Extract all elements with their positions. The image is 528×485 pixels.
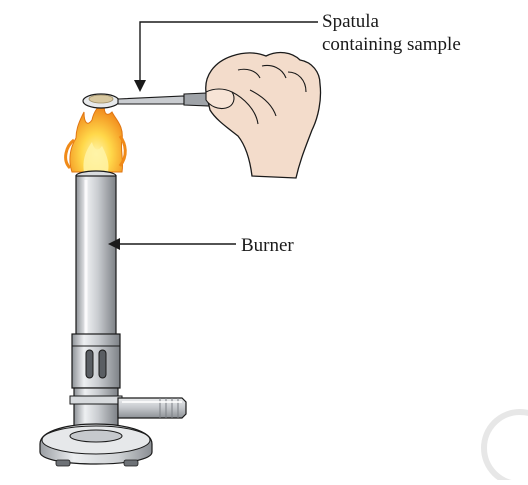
spatula-leader	[134, 21, 318, 92]
spatula-label-line1: Spatula	[322, 11, 379, 32]
watermark-ring	[481, 409, 528, 485]
sample	[88, 94, 114, 104]
gas-inlet-nozzle	[117, 397, 187, 419]
flame-icon	[64, 98, 127, 173]
arrow-head-left	[108, 238, 120, 250]
spatula-label: Spatula containing sample	[322, 10, 461, 56]
air-hole-right	[98, 349, 107, 379]
burner-label: Burner	[241, 235, 294, 256]
burner-base	[39, 423, 153, 467]
spatula-label-line2: containing sample	[322, 34, 461, 55]
burner-lower-body	[73, 387, 119, 427]
hand-icon	[205, 51, 322, 179]
burner-leader	[108, 238, 236, 250]
spatula-icon	[82, 92, 211, 109]
arrow-head-down	[134, 80, 146, 92]
bunsen-burner-icon	[39, 170, 187, 467]
air-collar	[71, 333, 121, 389]
burner-barrel	[75, 175, 117, 337]
air-hole-left	[85, 349, 94, 379]
